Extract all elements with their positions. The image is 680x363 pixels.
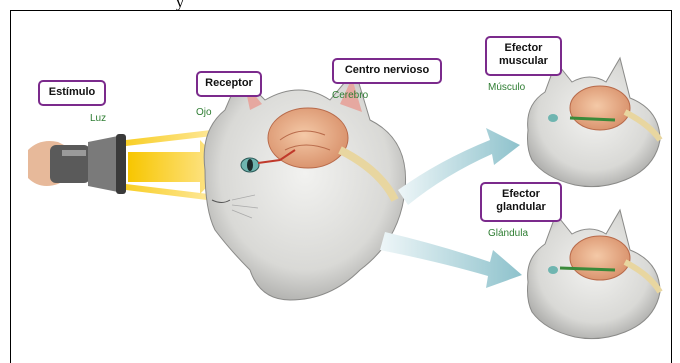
label-cerebro: Cerebro bbox=[332, 90, 368, 101]
label-efector-muscular-l2: muscular bbox=[493, 55, 554, 68]
cat-head-muscular bbox=[528, 58, 661, 187]
label-glandula: Glándula bbox=[488, 228, 528, 239]
label-efector-glandular: Efector glandular bbox=[480, 182, 562, 222]
arrow-to-glandular bbox=[380, 232, 522, 288]
label-efector-glandular-l2: glandular bbox=[488, 201, 554, 214]
cat-head-glandular bbox=[528, 210, 661, 339]
flashlight-icon bbox=[28, 134, 126, 194]
label-centro-nervioso: Centro nervioso bbox=[332, 58, 442, 84]
label-efector-muscular: Efector muscular bbox=[485, 36, 562, 76]
label-centro-text: Centro nervioso bbox=[345, 64, 429, 76]
label-estimulo: Estímulo bbox=[38, 80, 106, 106]
label-ojo: Ojo bbox=[196, 107, 212, 118]
label-efector-glandular-l1: Efector bbox=[488, 188, 554, 201]
label-receptor: Receptor bbox=[196, 71, 262, 97]
label-efector-muscular-l1: Efector bbox=[493, 42, 554, 55]
label-estimulo-text: Estímulo bbox=[49, 86, 95, 98]
label-receptor-text: Receptor bbox=[205, 77, 253, 89]
label-luz: Luz bbox=[90, 113, 106, 124]
cat-head-main bbox=[204, 70, 405, 300]
label-musculo: Músculo bbox=[488, 82, 525, 93]
